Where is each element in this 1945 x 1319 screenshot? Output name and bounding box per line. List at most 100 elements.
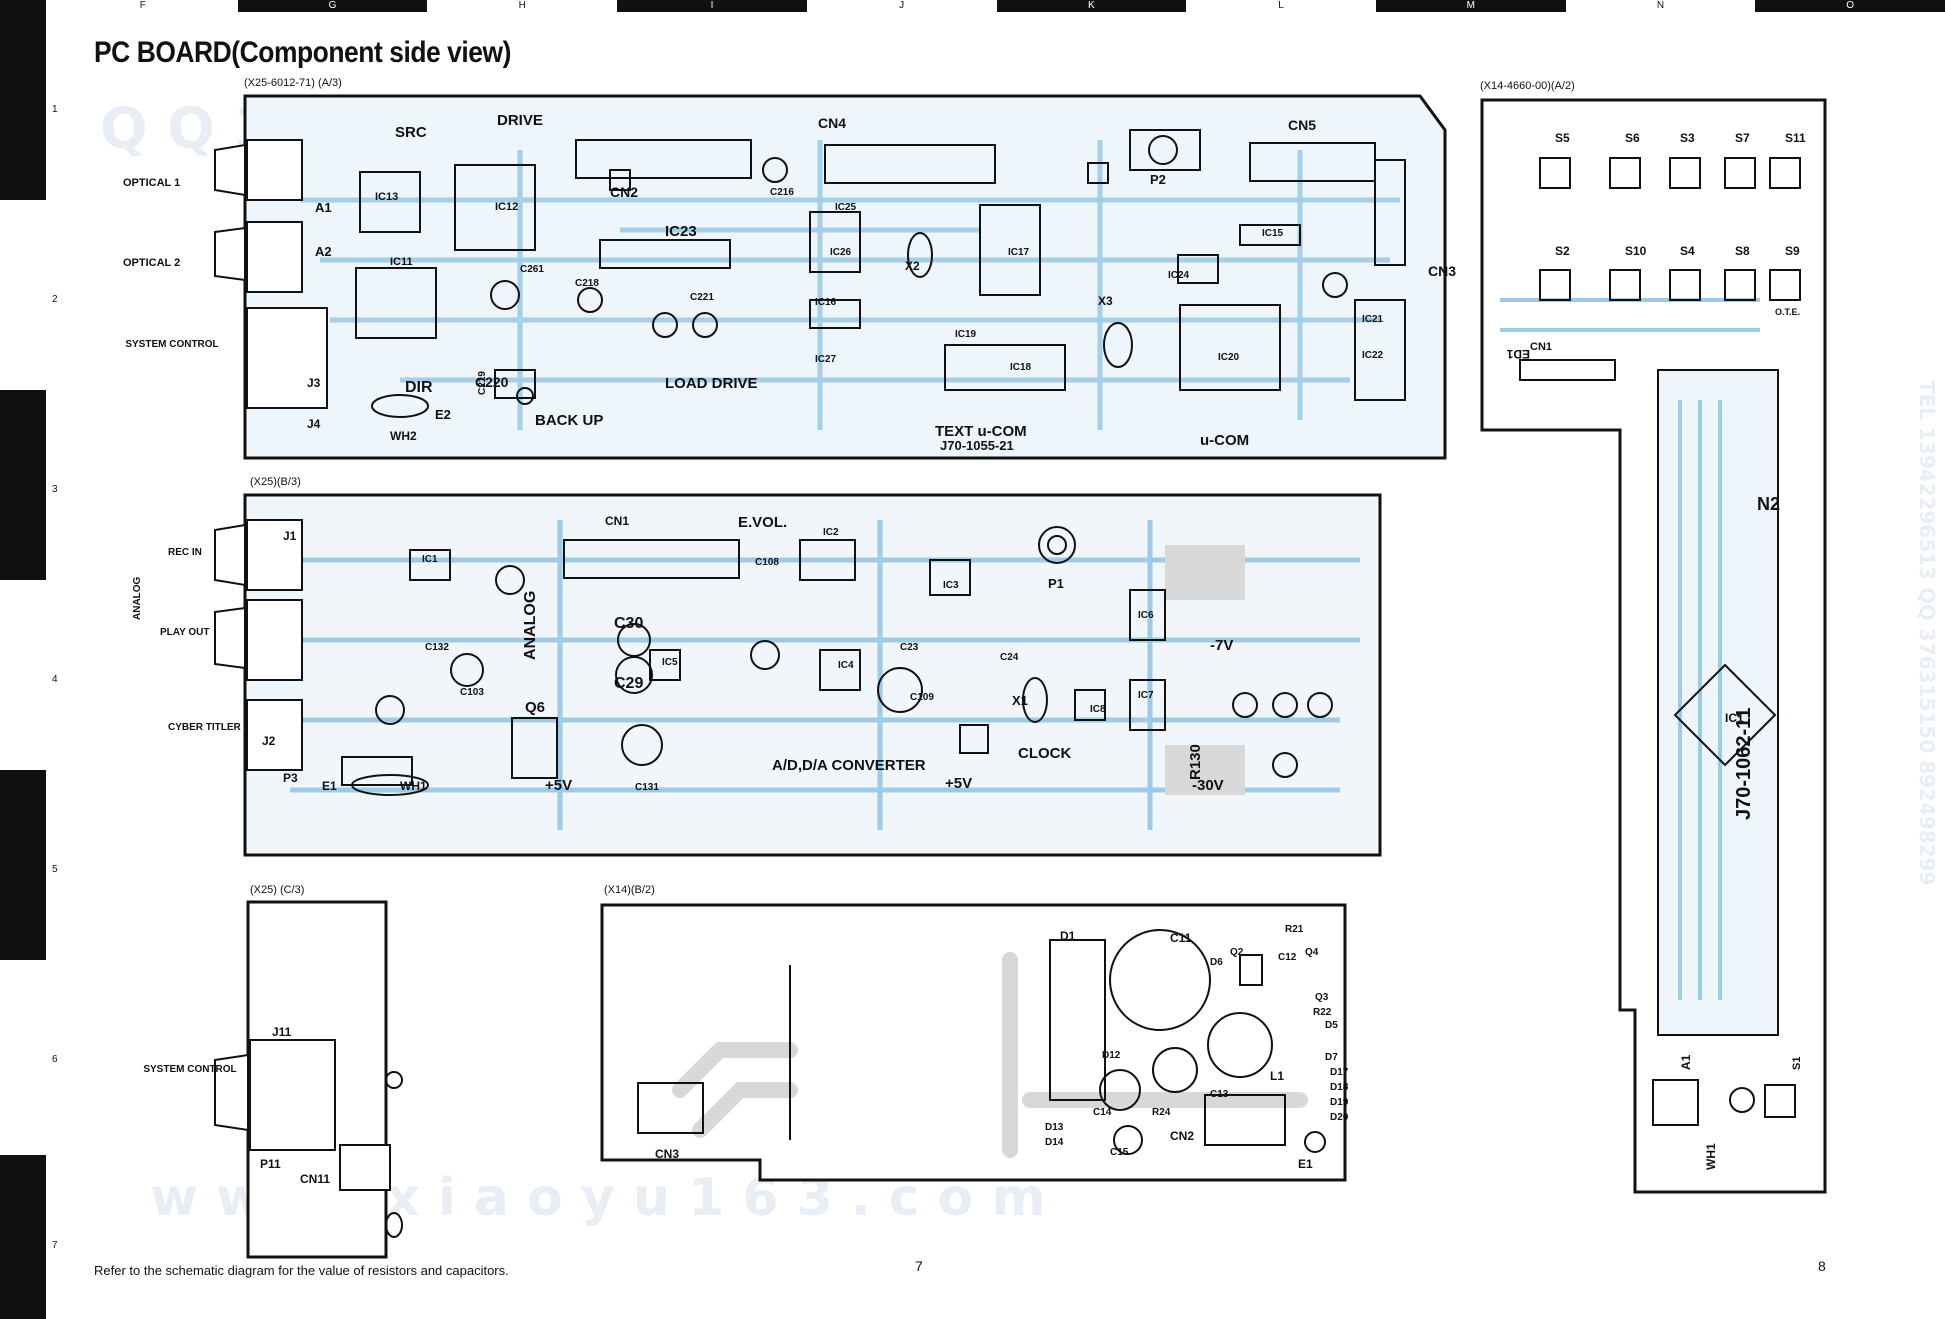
- grid-col: I: [617, 0, 807, 12]
- component-label: CN11: [300, 1172, 330, 1186]
- component-label: J11: [272, 1025, 292, 1039]
- grid-row-band: [0, 1155, 46, 1319]
- grid-col: O: [1755, 0, 1945, 12]
- component-label: IC16: [815, 297, 837, 308]
- component-label: IC3: [943, 580, 959, 591]
- component-label: E1: [322, 779, 337, 793]
- grid-row-band: [0, 0, 46, 200]
- grid-col: J: [899, 0, 905, 11]
- system-control-label: SYSTEM CONTROL: [125, 339, 218, 350]
- component-label: Q6: [525, 699, 545, 716]
- component-label: u-COM: [1200, 432, 1249, 449]
- component-label: C219: [477, 371, 488, 395]
- component-label: IC12: [495, 201, 518, 213]
- component-label: J2: [262, 734, 276, 748]
- grid-row: 4: [52, 674, 58, 685]
- component-label: IC7: [1138, 690, 1154, 701]
- component-label: A1: [315, 200, 332, 215]
- grid-row: 5: [52, 864, 58, 875]
- optical1-label: OPTICAL 1: [123, 177, 180, 189]
- component-label: A2: [315, 244, 332, 259]
- component-label: C24: [1000, 652, 1019, 663]
- component-label: S8: [1735, 244, 1750, 258]
- pcb-number-a2: J70-1062-11: [1733, 708, 1755, 820]
- component-label: CN1: [1530, 341, 1552, 353]
- component-label: D12: [1102, 1050, 1121, 1061]
- component-label: R21: [1285, 924, 1304, 935]
- component-label: J4: [307, 417, 321, 431]
- component-label: D20: [1330, 1112, 1349, 1123]
- component-label: CN3: [1428, 263, 1456, 279]
- component-label: D5: [1325, 1020, 1338, 1031]
- component-label: R130: [1187, 744, 1204, 780]
- component-label: X3: [1098, 294, 1113, 308]
- component-label: E.VOL.: [738, 514, 787, 531]
- component-label: ANALOG: [522, 591, 539, 660]
- board-a3: OPTICAL 1 OPTICAL 2 SYSTEM CONTROL J70-1…: [123, 94, 1456, 460]
- component-label: C220: [475, 374, 509, 390]
- component-label: P3: [283, 771, 298, 785]
- component-label: IC13: [375, 191, 398, 203]
- component-label: S1: [1791, 1057, 1803, 1070]
- component-label: E2: [435, 407, 451, 422]
- c3-system-control-label: SYSTEM CONTROL: [143, 1064, 236, 1075]
- component-label: N2: [1757, 494, 1780, 514]
- component-label: C216: [770, 187, 794, 198]
- component-label: +5V: [545, 777, 572, 794]
- component-label: IC6: [1138, 610, 1154, 621]
- component-label: C108: [755, 557, 779, 568]
- component-label: C11: [1170, 931, 1192, 945]
- component-label: D19: [1330, 1097, 1349, 1108]
- grid-col: G: [237, 0, 428, 12]
- component-label: WH1: [1704, 1143, 1718, 1170]
- grid-col: L: [1278, 0, 1284, 11]
- footer-note: Refer to the schematic diagram for the v…: [94, 1263, 509, 1278]
- component-label: IC21: [1362, 314, 1384, 325]
- page-title: PC BOARD(Component side view): [94, 36, 512, 69]
- component-label: S6: [1625, 131, 1640, 145]
- component-label: CN5: [1288, 117, 1316, 133]
- component-label: IC26: [830, 247, 852, 258]
- component-label: IC5: [662, 657, 678, 668]
- component-label: X1: [1012, 693, 1028, 708]
- component-label: DRIVE: [497, 112, 543, 129]
- rec-in-label: REC IN: [168, 547, 202, 558]
- component-label: R24: [1152, 1107, 1171, 1118]
- component-label: D14: [1045, 1137, 1064, 1148]
- component-label: IC8: [1090, 704, 1106, 715]
- component-label: P11: [260, 1157, 281, 1171]
- component-label: IC24: [1168, 270, 1190, 281]
- component-label: S11: [1785, 131, 1806, 145]
- component-label: C109: [910, 692, 934, 703]
- component-label: CN2: [1170, 1129, 1194, 1143]
- component-label: Q4: [1305, 947, 1319, 958]
- component-label: S9: [1785, 244, 1800, 258]
- component-label: E1: [1298, 1157, 1313, 1171]
- pcb-number-a3: J70-1055-21: [940, 438, 1014, 453]
- component-label: +5V: [945, 775, 972, 792]
- component-label: C30: [614, 615, 643, 632]
- component-label: IC4: [838, 660, 854, 671]
- grid-col: H: [518, 0, 526, 11]
- grid-row: 1: [52, 104, 58, 115]
- watermark-side: TEL 13942296513 QQ 376315150 892498299: [1915, 380, 1939, 885]
- component-label: C13: [1210, 1089, 1229, 1100]
- component-label: BACK UP: [535, 412, 603, 429]
- component-label: S4: [1680, 244, 1695, 258]
- component-label: TEXT u-COM: [935, 423, 1027, 440]
- component-label: S10: [1625, 244, 1647, 258]
- board-a2-part: (X14-4660-00)(A/2): [1480, 80, 1575, 92]
- component-label: S7: [1735, 131, 1750, 145]
- component-label: IC20: [1218, 352, 1240, 363]
- page-number-left: 7: [915, 1258, 923, 1274]
- component-label: P1: [1048, 576, 1064, 591]
- component-label: WH1: [400, 779, 427, 793]
- component-label: R22: [1313, 1007, 1332, 1018]
- component-label: LOAD DRIVE: [665, 375, 758, 392]
- component-label: ED1: [1506, 347, 1530, 361]
- component-label: Q3: [1315, 992, 1329, 1003]
- component-label: J1: [283, 529, 297, 543]
- grid-row-band: [0, 390, 46, 580]
